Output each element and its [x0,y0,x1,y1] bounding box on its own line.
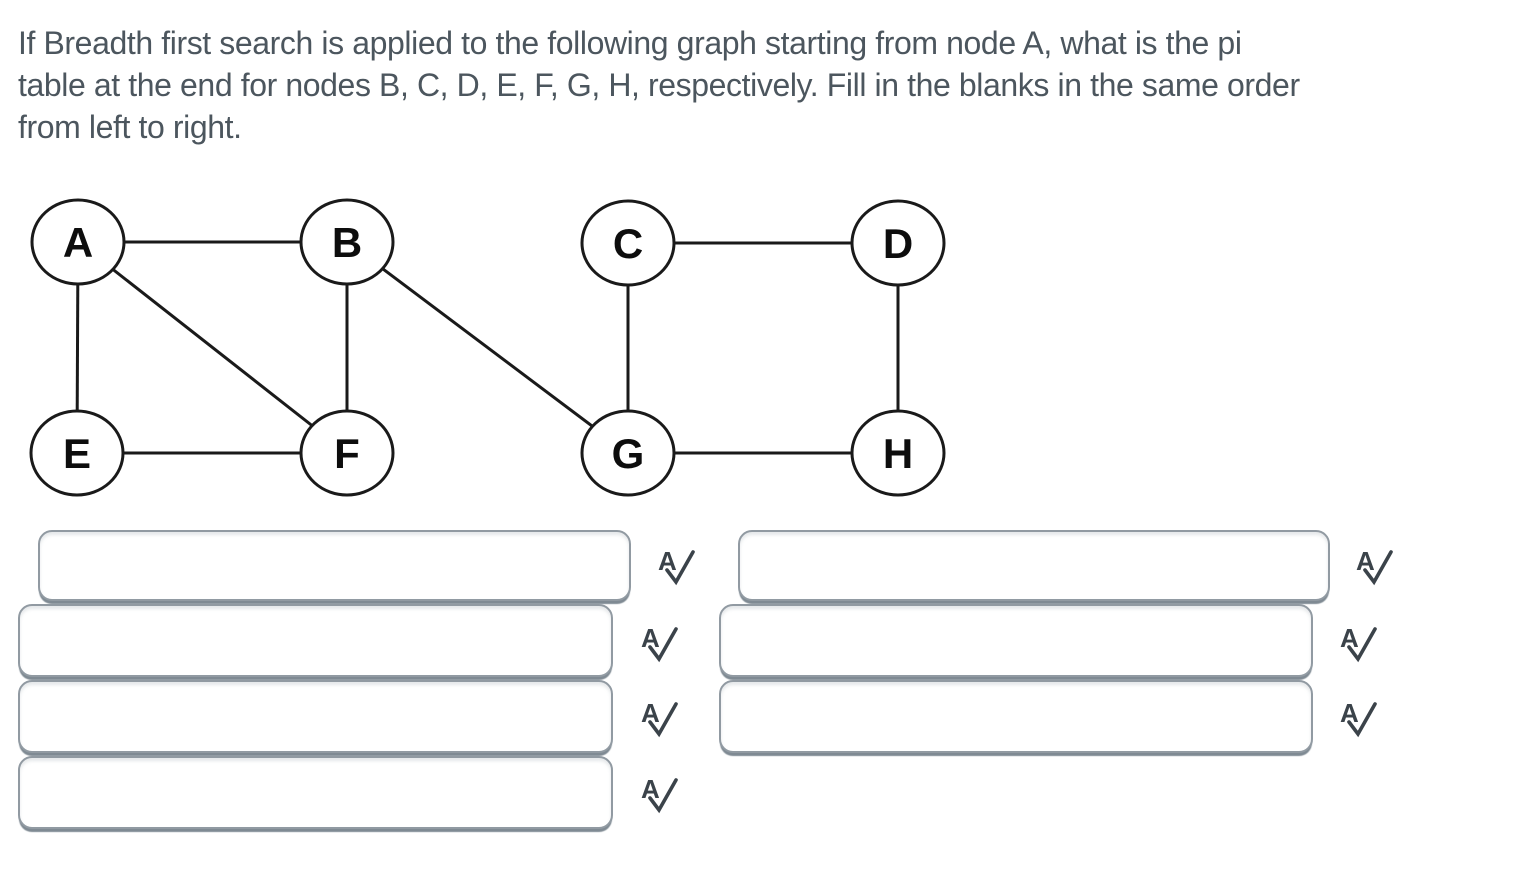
graph-node-E [29,409,125,497]
graph-node-label-F: F [334,430,360,477]
spell-check-letter: A [1340,625,1359,653]
answer-blank-3[interactable] [18,680,613,753]
graph-node-label-E: E [63,430,91,477]
graph-diagram: A B C D E F G H [29,198,946,497]
graph-node-label-B: B [332,219,362,266]
spell-check-checkmark [648,778,678,814]
graph-node-label-A: A [63,219,93,266]
spell-check-checkmark [1347,627,1377,663]
answer-blank-2[interactable] [18,604,613,677]
graph-node-B [299,198,395,286]
spell-check-letter: A [1340,700,1359,728]
spell-check-letter: A [641,625,660,653]
graph-node-A [30,198,126,286]
graph-node-D [850,199,946,287]
graph-node-label-C: C [613,220,643,267]
spell-check-letter: A [641,700,660,728]
spell-check-letter: A [641,776,660,804]
spell-check-letter: A [658,548,677,576]
graph-node-label-H: H [883,430,913,477]
question-line-3: from left to right. [18,109,242,145]
spell-check-checkmark [648,627,678,663]
question-line-2: table at the end for nodes B, C, D, E, F… [18,67,1300,103]
graph-node-label-D: D [883,220,913,267]
question-line-1: If Breadth first search is applied to th… [18,25,1242,61]
spell-check-checkmark [665,550,695,586]
spell-check-icon: A [641,623,679,663]
answer-blank-5[interactable] [738,530,1330,601]
graph-node-F [299,409,395,497]
graph-node-label-G: G [612,430,645,477]
spell-check-icon: A [641,774,679,814]
spell-check-icon: A [658,546,696,586]
graph-node-C [580,199,676,287]
answer-blank-7[interactable] [719,680,1313,753]
spell-check-icon: A [1356,546,1394,586]
question-text: If Breadth first search is applied to th… [18,22,1300,148]
answer-blank-1[interactable] [38,530,631,601]
spell-check-letter: A [1356,548,1375,576]
graph-node-G [580,409,676,497]
spell-check-checkmark [1363,550,1393,586]
answer-blank-4[interactable] [18,756,613,829]
spell-check-icon: A [1340,623,1378,663]
spell-check-icon: A [641,698,679,738]
graph-node-H [850,409,946,497]
spell-check-checkmark [648,702,678,738]
graph-edge-B-G [346,240,629,455]
graph-edge-A-F [77,240,348,455]
answer-blank-6[interactable] [719,604,1313,677]
spell-check-checkmark [1347,702,1377,738]
spell-check-icon: A [1340,698,1378,738]
